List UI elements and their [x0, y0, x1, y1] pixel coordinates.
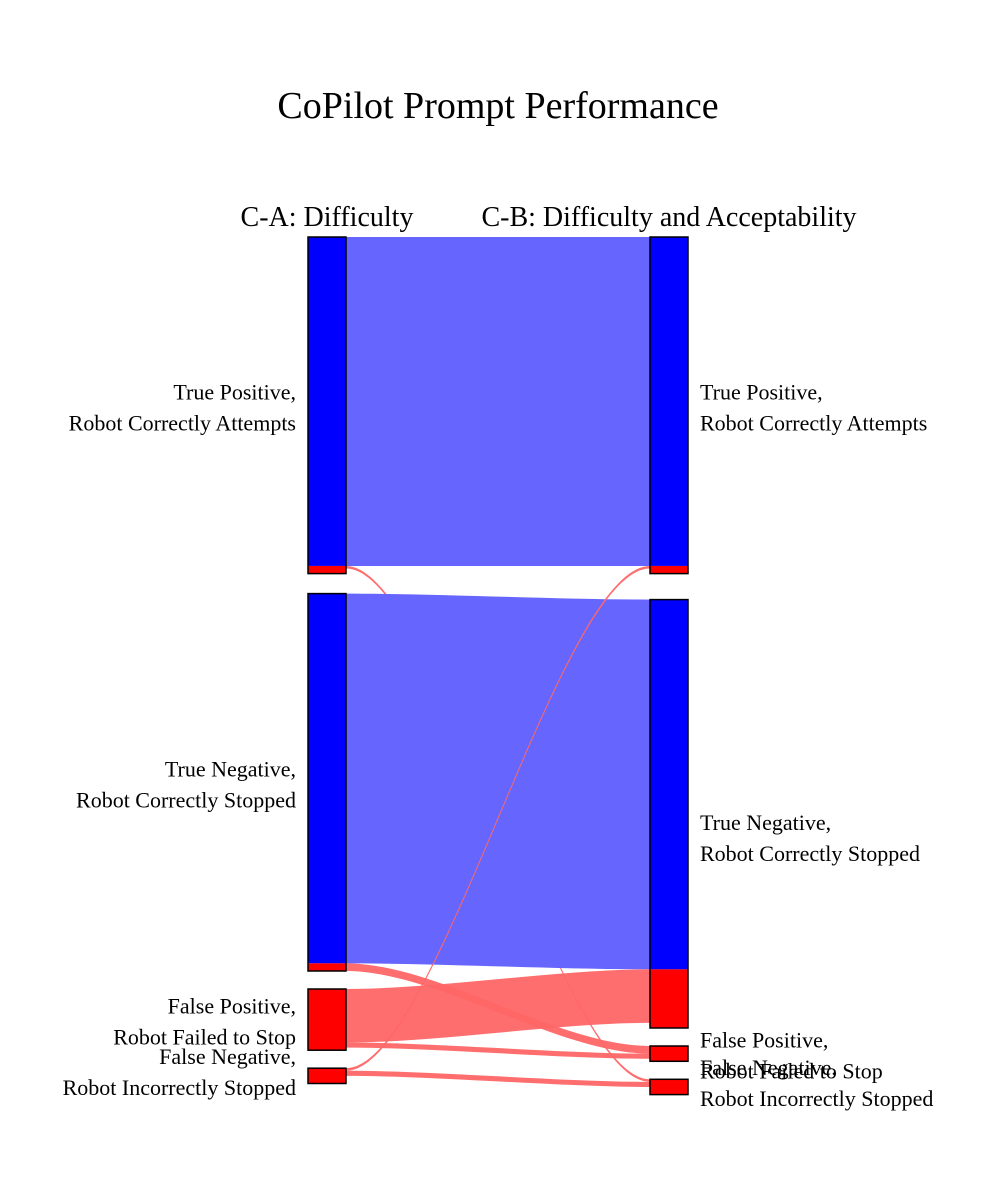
label-line-2: Robot Correctly Attempts [700, 410, 927, 435]
label-line-1: False Positive, [168, 994, 296, 1019]
label-line-1: False Negative, [159, 1044, 296, 1069]
labels-layer: True Positive,Robot Correctly AttemptsTr… [63, 379, 934, 1111]
label-line-2: Robot Failed to Stop [700, 1059, 883, 1084]
flow-tn-to-tn [346, 593, 650, 970]
label-line-2: Robot Correctly Stopped [700, 841, 920, 866]
node-segment-error [308, 963, 346, 971]
column-b-title: C-B: Difficulty and Acceptability [481, 202, 856, 233]
node-segment-error [650, 1046, 688, 1062]
node-a-fn [307, 1067, 347, 1085]
node-label-b-tp: True Positive, Robot Correctly Attempts [700, 379, 927, 435]
node-a-fp [307, 988, 347, 1051]
node-a-tp [307, 236, 347, 575]
label-line-2: Robot Failed to Stop [113, 1025, 296, 1050]
flow-fp-to-tn [346, 969, 650, 1043]
node-b-tp [649, 236, 689, 575]
node-label-a-fp: False Positive, Robot Failed to Stop [113, 994, 296, 1050]
node-label-a-fn: False Negative, Robot Incorrectly Stopped [63, 1044, 296, 1100]
label-line-2: Robot Correctly Attempts [69, 410, 296, 435]
node-segment-correct [650, 237, 688, 566]
node-label-b-tn: True Negative, Robot Correctly Stopped [700, 810, 920, 866]
node-segment-error [308, 989, 346, 1051]
node-segment-error [650, 1079, 688, 1095]
flow-fn-to-tp [346, 565, 650, 1071]
node-segment-error [308, 1068, 346, 1084]
flow-fp-to-fp [346, 1042, 650, 1059]
node-segment-error [308, 565, 346, 574]
node-border [649, 1045, 689, 1063]
label-line-1: True Negative, [700, 810, 831, 835]
flow-tp-to-tp [346, 237, 650, 566]
node-b-fn [649, 1078, 689, 1096]
label-line-1: False Positive, [700, 1028, 828, 1053]
node-border [307, 1067, 347, 1085]
node-label-a-tp: True Positive, Robot Correctly Attempts [69, 379, 296, 435]
node-label-a-tn: True Negative, Robot Correctly Stopped [76, 756, 296, 812]
label-line-2: Robot Incorrectly Stopped [63, 1075, 296, 1100]
label-line-1: True Positive, [173, 379, 296, 404]
node-segment-correct [308, 593, 346, 964]
node-a-tn [307, 592, 347, 972]
label-line-2: Robot Correctly Stopped [76, 787, 296, 812]
label-line-2: Robot Incorrectly Stopped [700, 1086, 933, 1111]
node-label-b-fp: False Positive, Robot Failed to Stop [700, 1028, 883, 1084]
nodes-layer [307, 236, 689, 1096]
node-border [307, 988, 347, 1051]
label-line-1: False Negative, [700, 1055, 837, 1080]
node-segment-error [650, 565, 688, 574]
node-b-tn [649, 598, 689, 1029]
flows-layer [346, 237, 650, 1087]
node-border [649, 1078, 689, 1096]
node-border [649, 598, 689, 1029]
node-border [649, 236, 689, 575]
node-border [307, 236, 347, 575]
node-b-fp [649, 1045, 689, 1063]
column-a-title: C-A: Difficulty [241, 202, 414, 233]
node-border [307, 592, 347, 972]
node-label-b-fn: False Negative, Robot Incorrectly Stopped [700, 1055, 933, 1111]
node-segment-error [650, 969, 688, 1028]
chart-title: CoPilot Prompt Performance [277, 85, 718, 127]
node-segment-correct [650, 599, 688, 970]
flow-fn-to-fn [346, 1070, 650, 1087]
label-line-1: True Negative, [165, 756, 296, 781]
node-segment-correct [308, 237, 346, 566]
label-line-1: True Positive, [700, 379, 823, 404]
